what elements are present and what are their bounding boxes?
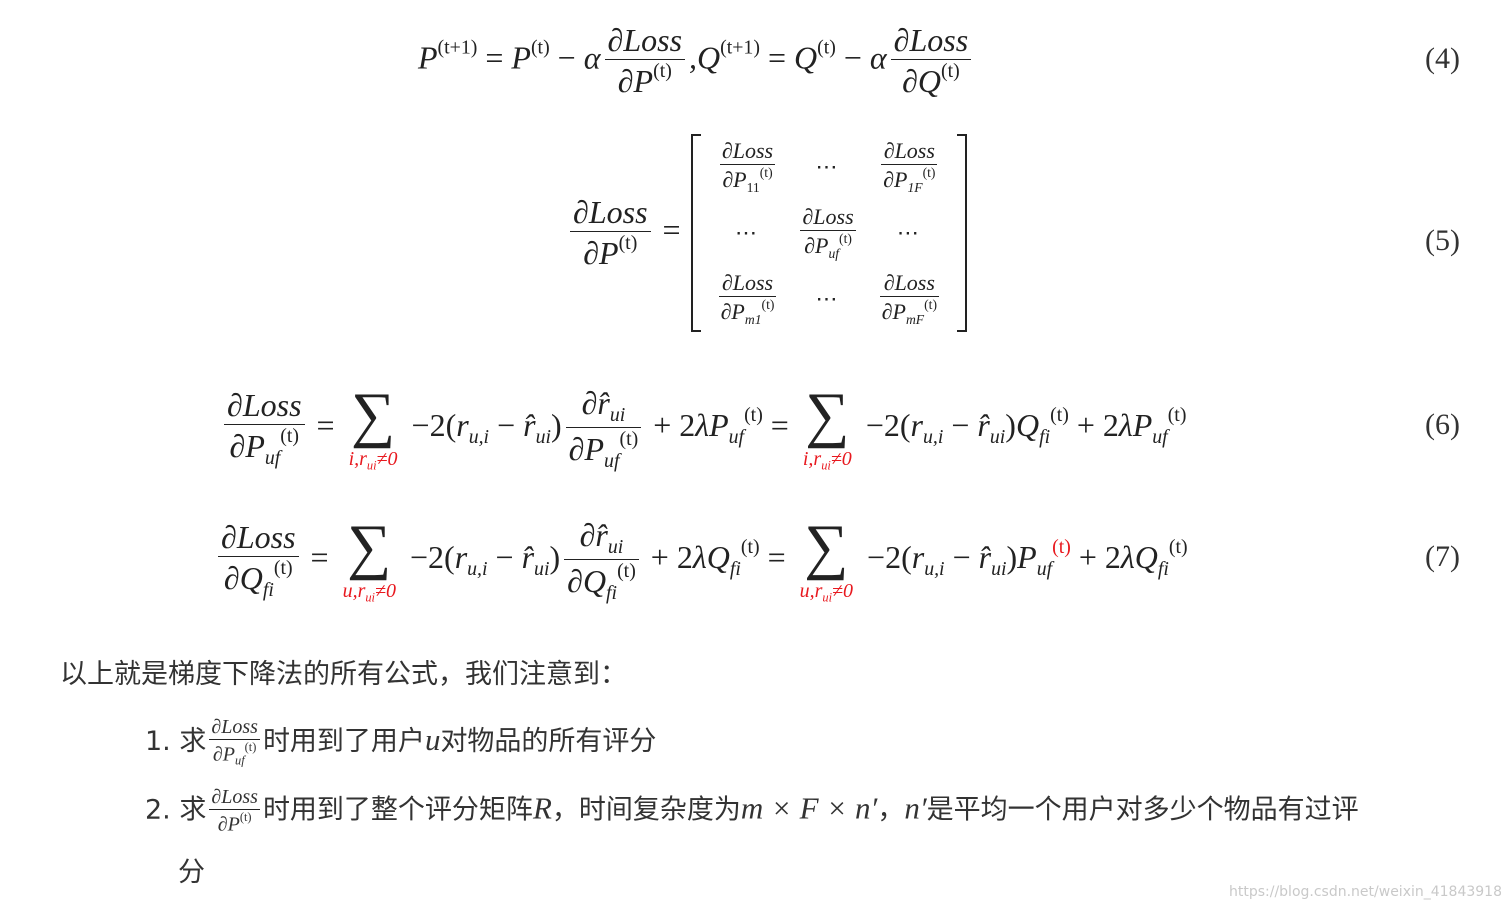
sum-index-7b: u,r [799, 580, 823, 602]
math-var: R [532, 790, 552, 826]
gradient-matrix: ∂Loss∂P11(t) ⋯ ∂Loss∂P1F(t) ⋯ ∂Loss∂Puf(… [689, 134, 969, 332]
sum-index-7a: u,r [342, 580, 366, 602]
list-item-continuation: 分 [178, 857, 205, 888]
list-text-2: 对物品的所有评分 [440, 725, 657, 757]
list-text-2: ，时间复杂度为 [551, 794, 741, 826]
list-text-3: ， [877, 794, 905, 826]
equation-6: ∂Loss∂Puf(t) = ∑i,rui≠0 −2(ru,i − r̂ui)∂… [220, 384, 1186, 473]
equation-7: ∂Loss∂Qfi(t) = ∑u,rui≠0 −2(ru,i − r̂ui)∂… [214, 516, 1188, 605]
summary-paragraph: 以上就是梯度下降法的所有公式，我们注意到： [60, 659, 627, 690]
list-item: 1. 求∂Loss∂Puf(t)时用到了用户u对物品的所有评分 [145, 716, 656, 769]
equation-number-5: (5) [1425, 224, 1460, 257]
sum-index-6a: i,r [348, 448, 367, 470]
list-item: 2. 求∂Loss∂P(t)时用到了整个评分矩阵R，时间复杂度为m × F × … [145, 786, 1359, 836]
equation-number-4: (4) [1425, 42, 1460, 75]
watermark: https://blog.csdn.net/weixin_41843918 [1228, 884, 1502, 900]
list-text-4: 是平均一个用户对多少个物品有过评 [926, 794, 1359, 826]
math-var-2: n′ [904, 790, 927, 826]
complexity-expression: m × F × n′ [740, 790, 878, 826]
list-marker: 1. [145, 725, 171, 757]
equation-4: P(t+1) = P(t) − α∂Loss∂P(t),Q(t+1) = Q(t… [418, 22, 975, 100]
gradient-fraction: ∂Loss∂P(t) [209, 786, 260, 836]
equation-5: ∂Loss∂P(t) = ∂Loss∂P11(t) ⋯ ∂Loss∂P1F(t)… [566, 134, 969, 332]
equation-number-7: (7) [1425, 540, 1460, 573]
equation-number-6: (6) [1425, 408, 1460, 441]
sum-index-6b: i,r [802, 448, 822, 470]
list-text: 时用到了整个评分矩阵 [262, 794, 533, 826]
list-marker: 2. [145, 794, 171, 826]
list-prefix: 求 [179, 794, 207, 826]
list-text: 时用到了用户 [262, 725, 425, 757]
math-var: u [424, 721, 441, 757]
list-prefix: 求 [179, 725, 207, 757]
gradient-fraction: ∂Loss∂Puf(t) [209, 716, 260, 768]
